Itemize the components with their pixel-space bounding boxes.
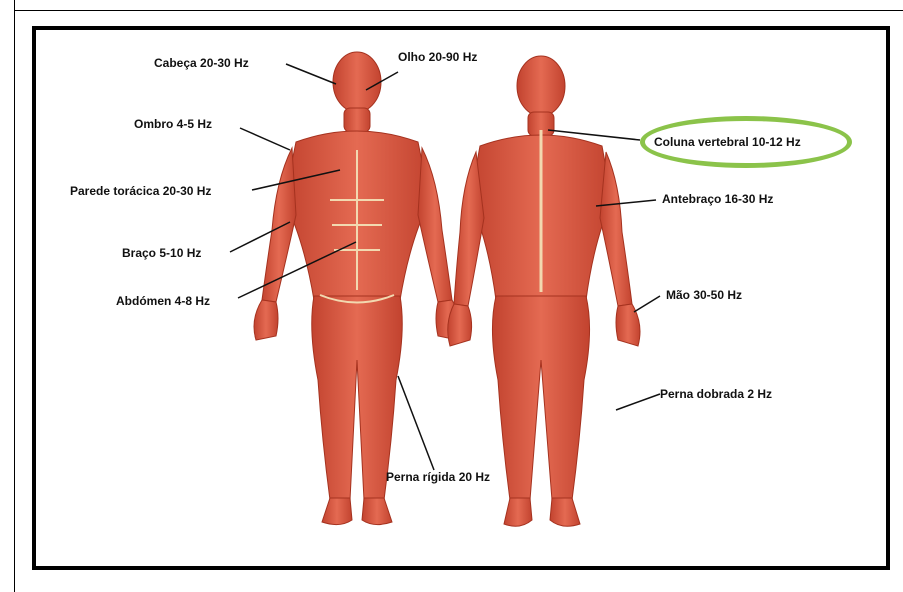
label-perna-dobrada: Perna dobrada 2 Hz [660,387,772,401]
label-perna-rigida: Perna rígida 20 Hz [386,470,490,484]
label-ombro: Ombro 4-5 Hz [134,117,212,131]
label-antebraco: Antebraço 16-30 Hz [662,192,773,206]
label-braco: Braço 5-10 Hz [122,246,201,260]
back-body-figure [448,56,640,526]
label-coluna-vertebral: Coluna vertebral 10-12 Hz [654,135,801,149]
label-mao: Mão 30-50 Hz [666,288,742,302]
label-cabeca: Cabeça 20-30 Hz [154,56,249,70]
label-abdomen: Abdómen 4-8 Hz [116,294,210,308]
label-olho: Olho 20-90 Hz [398,50,477,64]
label-parede-toracica: Parede torácica 20-30 Hz [70,184,211,198]
